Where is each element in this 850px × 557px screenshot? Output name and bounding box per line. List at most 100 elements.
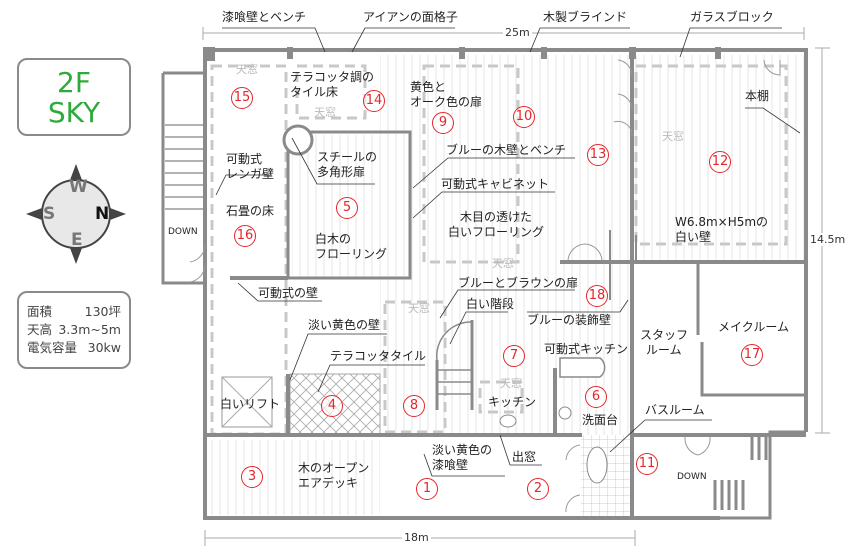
- steel-polygon-door: [282, 124, 314, 156]
- label-washbasin: 洗面台: [582, 413, 619, 427]
- label-line: 多角形扉: [317, 165, 366, 179]
- compass-east: E: [71, 230, 83, 250]
- floor-name: SKY: [47, 96, 101, 129]
- label-movable-cabinet: 可動式キャビネット: [441, 177, 550, 191]
- spec-label: 面積: [27, 304, 53, 319]
- leader-lines: [215, 27, 801, 477]
- washbasin: [558, 406, 572, 420]
- label-line: スタッフ: [640, 328, 689, 342]
- label-kitchen: キッチン: [488, 395, 537, 409]
- spec-label: 電気容量: [27, 340, 78, 355]
- movable-kitchen: [559, 357, 606, 378]
- label-movable-kitchen: 可動式キッチン: [544, 342, 629, 356]
- room-marker-11: 11: [636, 453, 658, 475]
- room-marker-7: 7: [503, 345, 525, 367]
- floor-texture-deck: [210, 440, 380, 515]
- compass-south: S: [43, 204, 56, 224]
- spec-area: 面積 130坪: [27, 303, 121, 321]
- room-marker-12: 12: [709, 151, 731, 173]
- label-line: 木目の透けた: [460, 210, 533, 224]
- label-line: 白木の: [315, 232, 352, 246]
- label-wood-blind: 木製ブラインド: [543, 10, 628, 24]
- skylight-label: 天窓: [236, 63, 258, 76]
- label-pale-yellow-wall: 淡い黄色の壁: [308, 318, 381, 332]
- skylight-label: 天窓: [492, 257, 514, 270]
- pillars: [203, 47, 721, 61]
- label-bathroom: バスルーム: [645, 403, 705, 417]
- room-marker-5: 5: [336, 197, 358, 219]
- label-line: 黄色と: [410, 80, 447, 94]
- label-down-left: DOWN: [168, 227, 198, 237]
- label-line: 木のオープン: [298, 461, 370, 475]
- bathtub: [586, 446, 608, 484]
- label-line: スチールの: [317, 150, 378, 164]
- room-marker-4: 4: [321, 395, 343, 417]
- room-marker-17: 17: [741, 344, 763, 366]
- room-marker-18: 18: [586, 285, 608, 307]
- label-white-wood-floor: 白木のフローリング: [315, 232, 387, 262]
- label-yellow-oak-door: 黄色とオーク色の扉: [410, 80, 482, 110]
- skylight-outlines: [210, 64, 788, 436]
- label-blue-wood-wall: ブルーの木壁とベンチ: [446, 143, 567, 157]
- label-grain-floor: 木目の透けた白いフローリング: [448, 210, 544, 240]
- label-staff-room: スタッフルーム: [640, 328, 688, 358]
- label-line: 淡い黄色の: [432, 443, 493, 457]
- label-line: 漆喰壁: [432, 458, 469, 472]
- label-stone-floor: 石畳の床: [226, 204, 275, 218]
- room-marker-8: 8: [403, 395, 425, 417]
- room-marker-13: 13: [587, 144, 609, 166]
- compass-west: W: [69, 177, 88, 197]
- compass: W N S E: [26, 164, 126, 264]
- label-line: オーク色の扉: [410, 95, 483, 109]
- dimension-width-bottom: 18m: [402, 531, 431, 544]
- label-line: レンガ壁: [226, 167, 275, 181]
- label-make-room: メイクルーム: [718, 320, 790, 334]
- room-marker-3: 3: [241, 466, 263, 488]
- label-blue-deco-wall: ブルーの装飾壁: [527, 313, 612, 327]
- walls: [161, 48, 808, 520]
- label-steel-door: スチールの多角形扉: [317, 150, 377, 180]
- room-marker-16: 16: [234, 225, 256, 247]
- label-brick-wall: 可動式レンガ壁: [226, 152, 274, 182]
- label-line: タイル床: [290, 85, 339, 99]
- label-open-air-deck: 木のオープンエアデッキ: [298, 461, 369, 491]
- lift-cross: [221, 376, 273, 428]
- room-marker-15: 15: [231, 87, 253, 109]
- room-marker-14: 14: [363, 90, 385, 112]
- label-down-right: DOWN: [677, 472, 707, 482]
- doors: [189, 59, 781, 513]
- label-white-lift: 白いリフト: [220, 397, 281, 411]
- label-white-wall: W6.8m×H5mの白い壁: [675, 215, 768, 245]
- label-terracotta-tile: テラコッタタイル: [330, 349, 427, 363]
- label-line: 白いフローリング: [448, 225, 545, 239]
- label-yellow-plaster-wall: 淡い黄色の漆喰壁: [432, 443, 492, 473]
- label-iron-grille: アイアンの面格子: [363, 10, 458, 24]
- spec-value: 3.3m~5m: [58, 322, 121, 337]
- kitchen-sink: [499, 414, 517, 428]
- right-stairs: [713, 435, 768, 510]
- bathroom-tiles: [581, 435, 631, 517]
- label-bay-window: 出窓: [512, 450, 537, 464]
- room-marker-2: 2: [527, 478, 549, 500]
- dimension-width-top: 25m: [503, 26, 532, 39]
- room-marker-6: 6: [585, 386, 607, 408]
- room-marker-9: 9: [432, 112, 454, 134]
- label-line: W6.8m×H5mの: [675, 215, 769, 229]
- skylight-label: 天窓: [314, 106, 336, 119]
- spec-value: 130坪: [84, 304, 121, 319]
- room-marker-10: 10: [513, 106, 535, 128]
- label-line: 可動式: [226, 152, 263, 166]
- label-bookshelf: 本棚: [745, 89, 770, 103]
- label-blue-brown-door: ブルーとブラウンの扉: [458, 276, 579, 290]
- room-marker-1: 1: [416, 478, 438, 500]
- skylight-label: 天窓: [408, 302, 430, 315]
- skylight-label: 天窓: [500, 377, 522, 390]
- white-lift: [221, 376, 273, 428]
- label-terracotta-floor: テラコッタ調のタイル床: [290, 70, 374, 100]
- left-stairs: [165, 124, 203, 210]
- compass-icon: [26, 164, 126, 264]
- label-line: フローリング: [315, 247, 388, 261]
